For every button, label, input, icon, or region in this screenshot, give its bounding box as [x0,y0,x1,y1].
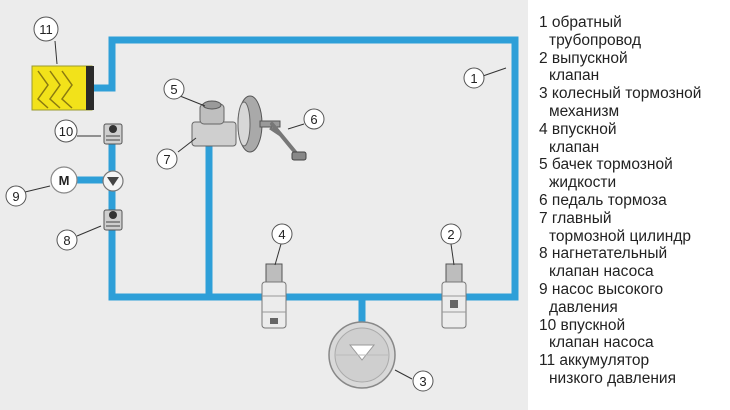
legend-item-continuation: жидкости [549,174,617,192]
callout-number: 4 [278,227,285,242]
callout-8: 8 [56,225,102,251]
callout-3: 3 [394,369,434,392]
legend-item-continuation: тормозной цилиндр [549,227,691,245]
legend-item: 11 аккумулятор низкого давления [539,352,729,388]
wheel-brake [328,321,396,389]
pump-motor-label: M [59,173,70,188]
legend-item-title: 4 впускной [539,120,617,138]
legend-item-continuation: клапан насоса [549,334,654,352]
legend-item-title: 5 бачек тормозной [539,156,673,174]
legend-item: 3 колесный тормозной механизм [539,85,729,121]
pump-inlet-valve [103,123,123,145]
master-cylinder-assembly [191,95,307,161]
legend-item-continuation: трубопровод [549,31,641,49]
high-pressure-pump: M [50,166,124,194]
legend-item-title: 1 обратный [539,14,622,31]
brake-hydraulic-diagram: M 1 2 [5,16,519,392]
return-line [88,36,519,301]
callout-4: 4 [271,223,293,266]
callout-1: 1 [463,67,507,89]
legend-item: 9 насос высокого давления [539,281,729,317]
legend-item-title: 9 насос высокого [539,280,664,298]
legend-item-continuation: механизм [549,102,620,120]
callout-number: 7 [163,152,170,167]
callout-7: 7 [156,137,197,170]
legend-item-title: 3 колесный тормозной [539,85,702,103]
legend-item-title: 6 педаль тормоза [539,191,667,209]
legend-item-continuation: давления [549,298,618,316]
callout-9: 9 [5,185,51,207]
legend-item: 6 педаль тормоза [539,192,729,210]
low-pressure-accumulator [31,65,94,111]
callout-number: 8 [63,233,70,248]
inlet-valve [261,263,287,329]
callout-number: 9 [12,189,19,204]
legend-item: 2 выпускной клапан [539,50,729,86]
pump-pressure-valve [103,209,123,231]
callout-number: 5 [170,82,177,97]
callout-number: 1 [470,71,477,86]
callout-number: 11 [39,22,53,37]
callout-11: 11 [33,16,59,65]
callout-5: 5 [163,78,206,107]
legend-item-title: 11 аккумулятор [539,352,650,370]
callout-number: 6 [310,112,317,127]
component-legend: 1 обратный трубопровод 2 выпускной клапа… [539,14,729,388]
legend-item: 1 обратный трубопровод [539,14,729,50]
legend-item: 4 впускной клапан [539,121,729,157]
legend-item: 8 нагнетательный клапан насоса [539,245,729,281]
legend-item: 5 бачек тормозной жидкости [539,156,729,192]
legend-item-continuation: клапан [549,67,600,85]
legend-item-continuation: клапан [549,138,600,156]
callout-2: 2 [440,223,462,266]
legend-item-continuation: клапан насоса [549,263,654,281]
callout-6: 6 [287,108,325,130]
callout-number: 10 [59,124,73,139]
outlet-valve [441,263,467,329]
callout-10: 10 [54,119,101,143]
callout-number: 3 [419,374,426,389]
legend-item-title: 2 выпускной [539,49,628,67]
legend-item: 7 главный тормозной цилиндр [539,210,729,246]
callout-number: 2 [447,227,454,242]
legend-item-title: 7 главный [539,209,612,227]
legend-item-title: 8 нагнетательный [539,245,668,263]
legend-item: 10 впускной клапан насоса [539,317,729,353]
legend-item-title: 10 впускной [539,316,626,334]
legend-item-continuation: низкого давления [549,369,676,387]
